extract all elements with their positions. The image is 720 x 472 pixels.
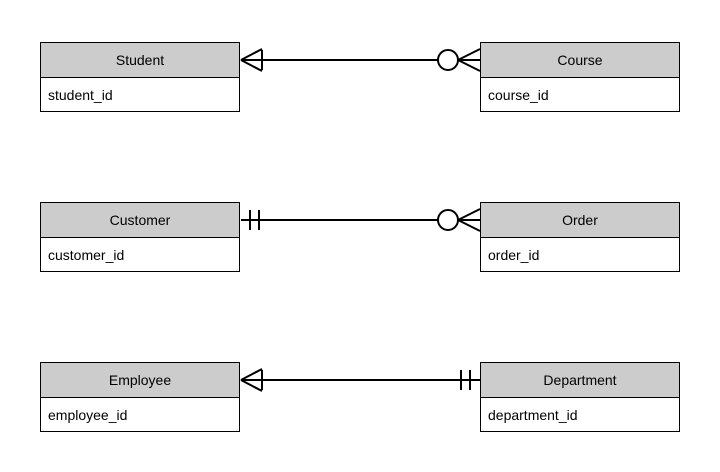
entity-attribute-department-id: department_id — [481, 398, 679, 431]
connector-line-student-course — [240, 48, 481, 72]
cardinality-zero-or-many-order — [437, 208, 481, 232]
entity-name-student: Student — [41, 43, 239, 78]
entity-attribute-course-id: course_id — [481, 78, 679, 111]
entity-name-customer: Customer — [41, 203, 239, 238]
cardinality-exactly-one-department — [460, 370, 471, 390]
connector-line-customer-order — [241, 208, 481, 232]
cardinality-one-or-many-student — [240, 48, 263, 72]
connector-employee-department[interactable] — [230, 362, 490, 434]
relationship-row: Customer customer_id Order o — [0, 202, 720, 274]
entity-attribute-order-id: order_id — [481, 238, 679, 271]
connector-customer-order[interactable] — [230, 202, 490, 274]
entity-name-course: Course — [481, 43, 679, 78]
entity-box-employee[interactable]: Employee employee_id — [40, 362, 240, 432]
relationship-row: Student student_id — [0, 42, 720, 114]
entity-box-department[interactable]: Department department_id — [480, 362, 680, 432]
entity-box-customer[interactable]: Customer customer_id — [40, 202, 240, 272]
relationship-row: Employee employee_id Department — [0, 362, 720, 434]
entity-box-student[interactable]: Student student_id — [40, 42, 240, 112]
entity-attribute-student-id: student_id — [41, 78, 239, 111]
connector-student-course[interactable] — [230, 42, 490, 114]
connector-line-employee-department — [240, 368, 480, 392]
cardinality-zero-or-many-course — [437, 48, 481, 72]
entity-name-employee: Employee — [41, 363, 239, 398]
cardinality-one-or-many-employee — [240, 368, 263, 392]
entity-name-order: Order — [481, 203, 679, 238]
entity-attribute-employee-id: employee_id — [41, 398, 239, 431]
cardinality-exactly-one-customer — [249, 210, 260, 230]
entity-box-course[interactable]: Course course_id — [480, 42, 680, 112]
entity-box-order[interactable]: Order order_id — [480, 202, 680, 272]
entity-attribute-customer-id: customer_id — [41, 238, 239, 271]
entity-name-department: Department — [481, 363, 679, 398]
